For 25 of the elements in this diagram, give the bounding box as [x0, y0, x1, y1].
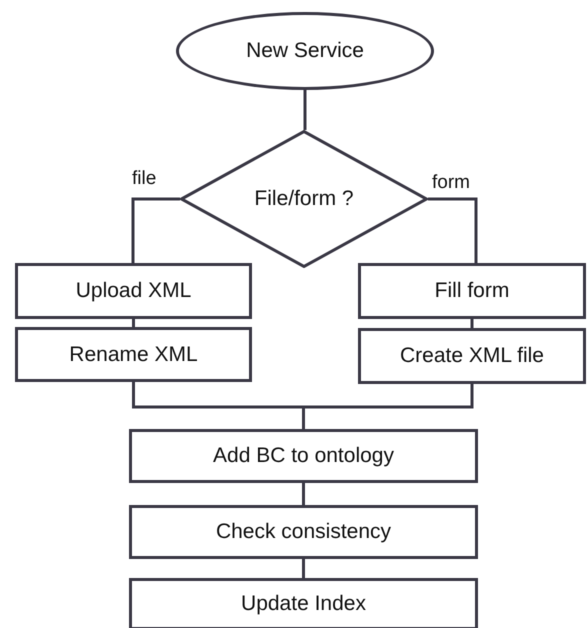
process-box: [15, 327, 252, 382]
decision-diamond: [180, 130, 428, 268]
node-label: File/form ?: [254, 187, 354, 211]
node-label: Fill form: [434, 279, 510, 303]
node-label: Create XML file: [400, 344, 544, 368]
connector-line: [304, 90, 306, 130]
process-box: [15, 263, 252, 319]
connector-line: [302, 559, 305, 578]
connector-line: [302, 483, 305, 505]
connector-line: [132, 198, 180, 263]
node-label: Upload XML: [76, 279, 192, 303]
process-box: [358, 328, 586, 384]
node-label: New Service: [246, 39, 364, 63]
connector-line: [470, 319, 474, 328]
process-box: [129, 578, 478, 628]
process-box: [358, 263, 586, 319]
connector-line: [428, 198, 478, 263]
connector-line: [302, 384, 474, 429]
node-label: Add BC to ontology: [213, 444, 394, 468]
node-label: Check consistency: [216, 520, 392, 544]
node-label: Update Index: [241, 592, 366, 616]
process-box: [129, 505, 478, 559]
node-label: Rename XML: [69, 342, 198, 366]
process-box: [129, 429, 478, 483]
connector-line: [132, 319, 135, 327]
